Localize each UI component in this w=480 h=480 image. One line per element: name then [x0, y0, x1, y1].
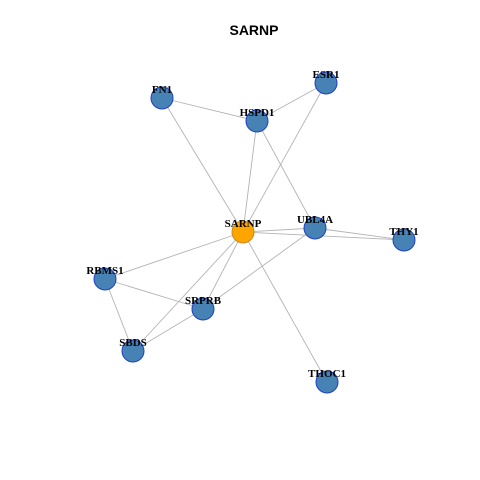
node-label-hspd1: HSPD1 [240, 107, 275, 119]
node-ubl4a [303, 216, 327, 240]
node-label-sbds: SBDS [119, 337, 147, 349]
node-rbms1 [93, 267, 117, 291]
edges-layer [104, 82, 405, 383]
edge-ubl4a-srprb [202, 227, 316, 310]
node-label-srprb: SRPRB [185, 295, 222, 307]
node-label-thy1: THY1 [389, 226, 418, 238]
node-label-ubl4a: UBL4A [297, 214, 333, 226]
edge-hspd1-sarnp [242, 120, 258, 233]
node-thoc1 [315, 370, 339, 394]
edge-sarnp-ubl4a [242, 227, 316, 233]
edge-sarnp-rbms1 [104, 231, 244, 280]
node-fn1 [150, 86, 174, 110]
node-hspd1 [245, 109, 269, 133]
edge-sarnp-srprb [202, 231, 244, 310]
edge-hspd1-ubl4a [256, 120, 316, 229]
node-srprb [191, 297, 215, 321]
node-sarnp [231, 220, 255, 244]
node-thy1 [392, 228, 416, 252]
graph-title: SARNP [229, 22, 278, 38]
node-label-esr1: ESR1 [313, 69, 340, 81]
edge-ubl4a-thy1 [314, 227, 405, 241]
edge-sarnp-sbds [132, 231, 244, 352]
edge-fn1-hspd1 [161, 97, 258, 122]
node-esr1 [314, 71, 338, 95]
nodes-layer [93, 71, 416, 394]
edge-srprb-sbds [132, 308, 204, 352]
edge-fn1-sarnp [161, 97, 244, 233]
node-label-fn1: FN1 [152, 84, 172, 96]
edge-esr1-sarnp [242, 82, 327, 233]
node-label-thoc1: THOC1 [308, 368, 346, 380]
edge-sarnp-thy1 [242, 231, 405, 241]
node-label-rbms1: RBMS1 [86, 265, 123, 277]
node-sbds [121, 339, 145, 363]
edge-sarnp-thoc1 [242, 231, 328, 383]
edge-hspd1-esr1 [256, 82, 327, 122]
edge-rbms1-srprb [104, 278, 204, 310]
edge-rbms1-sbds [104, 278, 134, 352]
node-label-sarnp: SARNP [225, 218, 262, 230]
